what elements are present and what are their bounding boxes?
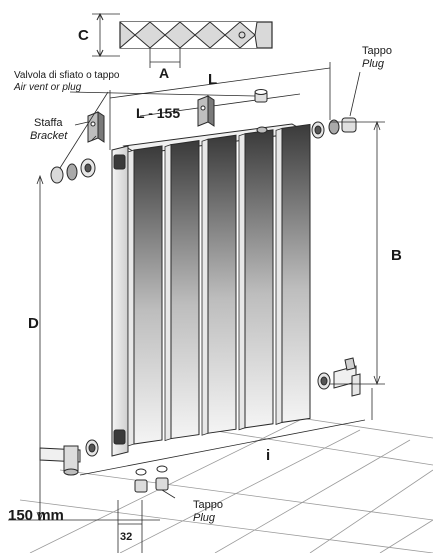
cross-section bbox=[92, 12, 273, 68]
vent-label-it: Valvola di sfiato o tappo bbox=[14, 70, 120, 81]
bracket-label-en: Bracket bbox=[30, 130, 68, 142]
leader-lines bbox=[59, 71, 361, 499]
radiator-panel bbox=[281, 123, 311, 423]
left-top-fittings bbox=[50, 158, 96, 184]
radiator-ports bbox=[113, 154, 126, 445]
radiator-panel bbox=[170, 140, 200, 440]
dim-d-label: D bbox=[28, 315, 39, 332]
vent-label-en: Air vent or plug bbox=[13, 82, 82, 93]
radiator-panel bbox=[244, 129, 274, 429]
radiator-panel bbox=[133, 145, 163, 445]
dim-32-label: 32 bbox=[120, 531, 132, 543]
dim-c-label: C bbox=[78, 27, 89, 44]
bracket-label-it: Staffa bbox=[34, 117, 63, 129]
dim-b-label: B bbox=[391, 247, 402, 264]
plug-bottom-label-en: Plug bbox=[193, 512, 216, 524]
plug-top-label-it: Tappo bbox=[362, 45, 392, 57]
radiator-panels bbox=[127, 123, 311, 447]
left-valve-icon bbox=[39, 439, 99, 476]
plug-top-label-en: Plug bbox=[362, 58, 385, 70]
radiator-panel-side bbox=[127, 149, 135, 447]
radiator-panel-side bbox=[238, 133, 246, 431]
dim-l155-label: L - 155 bbox=[136, 105, 180, 121]
radiator-panel bbox=[207, 134, 237, 434]
right-valve-icon bbox=[317, 357, 361, 397]
dim-l-line bbox=[109, 62, 331, 150]
bottom-plug-icon bbox=[134, 465, 169, 493]
dim-i-label: i bbox=[266, 447, 270, 464]
dim-l-label: L bbox=[208, 71, 217, 88]
radiator-body bbox=[111, 123, 311, 457]
dim-a-label: A bbox=[159, 65, 169, 81]
radiator-panel-side bbox=[275, 127, 283, 425]
plug-bottom-label-it: Tappo bbox=[193, 499, 223, 511]
radiator-panel-side bbox=[201, 138, 209, 436]
radiator-panel-side bbox=[164, 144, 172, 442]
dimension-lines bbox=[8, 120, 385, 553]
right-top-fittings bbox=[311, 117, 357, 139]
floor-grid bbox=[19, 417, 433, 553]
dim-150mm-label: 150 mm bbox=[8, 507, 64, 524]
air-vent-icon bbox=[254, 89, 268, 134]
